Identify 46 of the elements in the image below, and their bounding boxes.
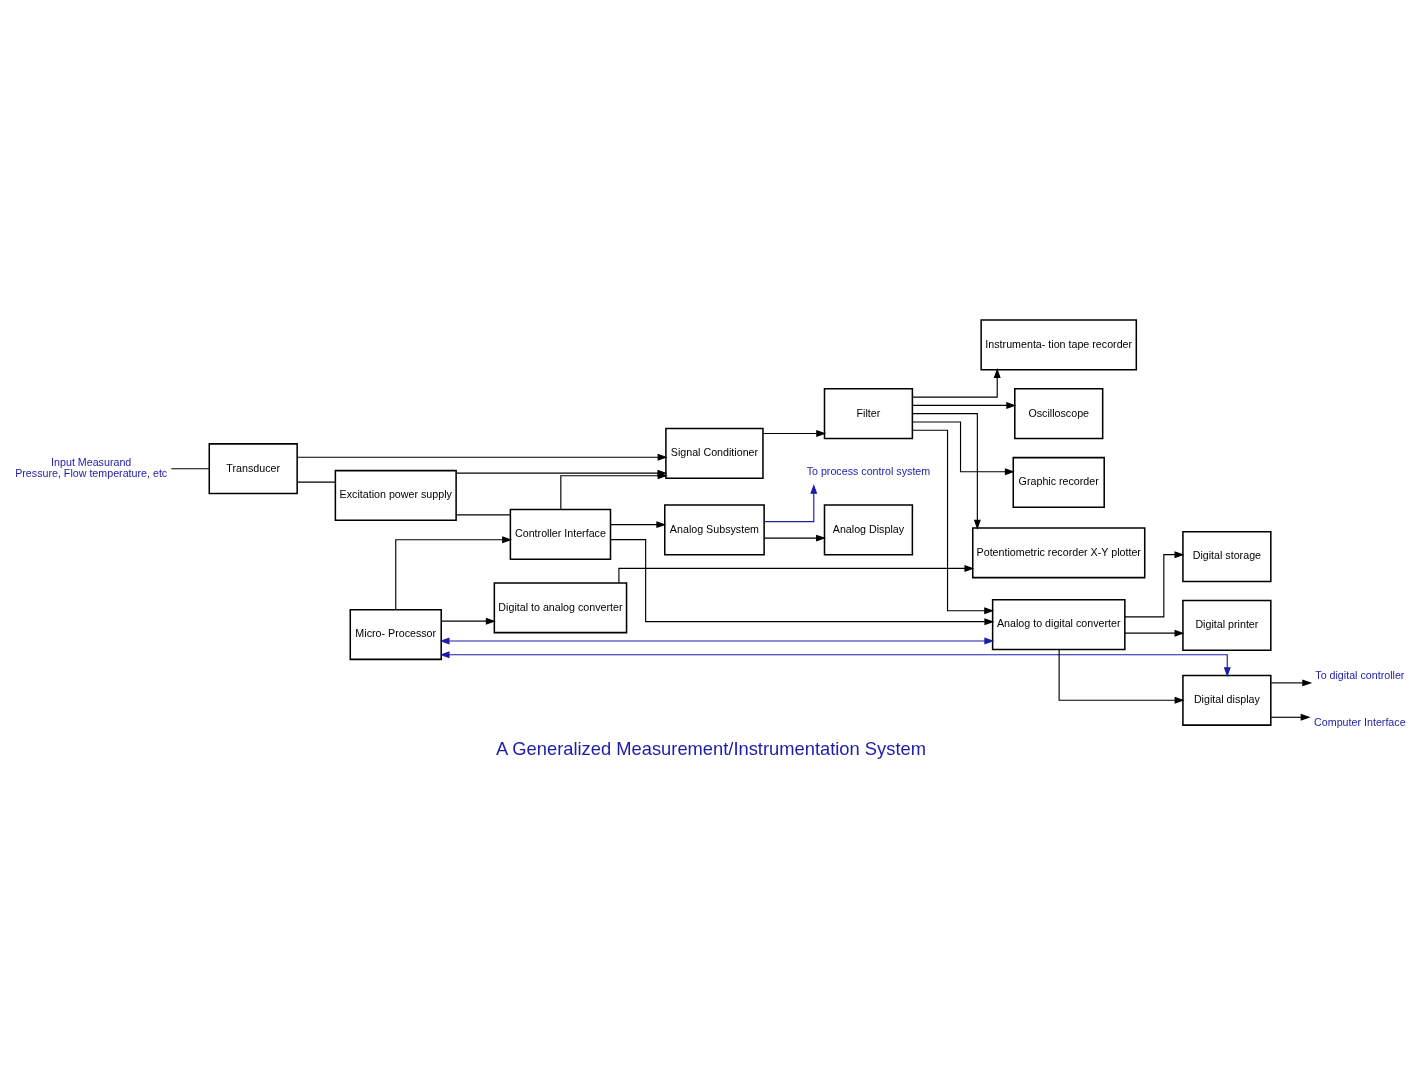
node-box: Digital storage (1182, 530, 1272, 582)
node-box: Excitation power supply (334, 469, 457, 521)
arrow (618, 564, 975, 583)
node-text: To process control system (806, 464, 931, 477)
arrow (1270, 713, 1311, 721)
arrow (763, 483, 818, 522)
arrow (1058, 648, 1185, 704)
arrow (296, 453, 668, 461)
node-text: To digital controller (1315, 668, 1405, 681)
arrow (911, 429, 995, 614)
diagram-title: A Generalized Measurement/Instrumentation System (496, 737, 926, 759)
node-box: Digital display (1182, 674, 1272, 726)
node-box: Instrumenta- tion tape recorder (980, 318, 1138, 370)
node-box: Digital to analog converter (493, 581, 628, 633)
node-box: Signal Conditioner (665, 427, 764, 479)
arrow (440, 617, 496, 625)
arrow (1124, 550, 1185, 617)
node-box: Controller Interface (509, 508, 612, 560)
arrow (763, 534, 826, 542)
node-box: Transducer (208, 442, 298, 494)
arrow (1124, 629, 1185, 637)
node-box: Filter (823, 387, 914, 439)
arrow (395, 535, 513, 610)
node-text: Input Measurand Pressure, Flow temperature, etc (15, 455, 168, 479)
arrow (610, 520, 667, 528)
node-box: Analog Display (823, 503, 914, 555)
arrow (439, 637, 995, 645)
arrow (1270, 678, 1313, 686)
node-box: Micro- Processor (349, 608, 442, 660)
node-box: Potentiometric recorder X-Y plotter (972, 526, 1146, 578)
connector (296, 481, 336, 483)
node-box: Analog to digital converter (991, 598, 1126, 650)
arrow (439, 650, 1231, 677)
arrow (912, 420, 1015, 475)
node-box: Analog Subsystem (664, 503, 765, 555)
arrow (911, 367, 1001, 398)
arrow (762, 429, 827, 437)
connector (170, 467, 210, 469)
arrow (911, 412, 981, 530)
node-box: Digital printer (1182, 599, 1272, 651)
node-box: Graphic recorder (1012, 456, 1105, 508)
arrow (609, 538, 995, 625)
node-box: Oscilloscope (1014, 387, 1104, 439)
connector (455, 513, 511, 515)
node-text: Computer Interface (1314, 715, 1406, 728)
arrow (912, 401, 1017, 409)
